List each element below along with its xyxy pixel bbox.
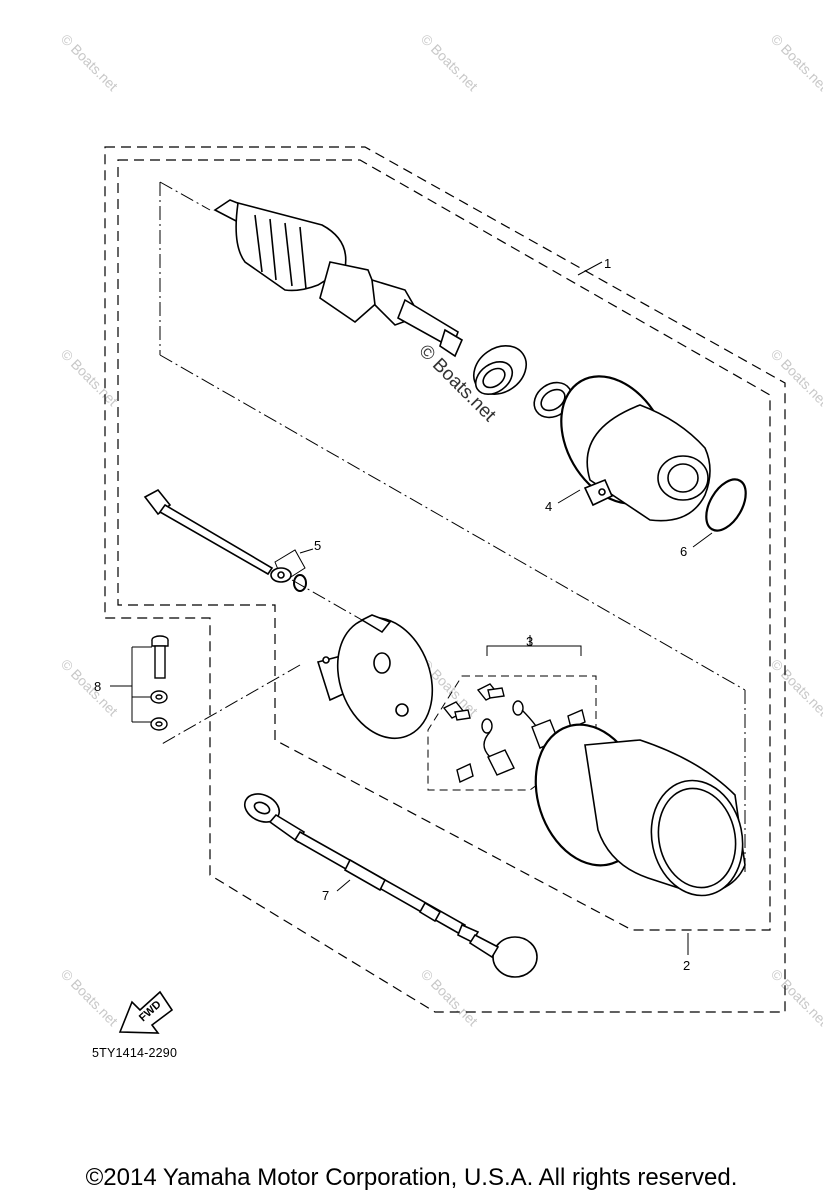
watermark-text: © Boats.net [768,966,823,1029]
copyright-notice: ©2014 Yamaha Motor Corporation, U.S.A. A… [85,1164,738,1191]
watermark-text: © Boats.net [768,346,823,409]
watermark-text: © Boats.net [58,966,121,1029]
watermark-text: © Boats.net [768,656,823,719]
watermark-text: © Boats.net [418,966,481,1029]
callout-1: 1 [604,256,611,271]
alignment-lines [159,181,746,873]
diagram-part-code: 5TY1414-2290 [92,1046,178,1060]
bearing-large [473,345,527,396]
screw-set [150,635,169,731]
watermark-text: © Boats.net [58,656,121,719]
fwd-arrow: FWD [118,990,174,1034]
callout-6: 6 [680,544,687,559]
washer-set [270,549,307,592]
callout-labels: 1 2 3 4 5 6 7 8 [94,256,690,973]
armature [213,199,464,358]
brush-set-boundary [427,675,597,791]
o-ring-rear [705,478,747,532]
watermark-text: © Boats.net [418,31,481,94]
callout-7: 7 [322,888,329,903]
assembly-1-outer-boundary [104,146,786,1013]
lead-wire [243,793,538,978]
through-bolt [143,488,274,576]
front-cover [560,375,711,522]
rear-cover [316,614,434,740]
callout-3: 3 [526,634,533,649]
callout-8: 8 [94,679,101,694]
callout-5: 5 [314,538,321,553]
watermark-text: © Boats.net [58,31,121,94]
watermark-text: © Boats.net [58,346,121,409]
callout-leaders [110,261,713,955]
callout-4: 4 [545,499,552,514]
callout-2: 2 [683,958,690,973]
yoke-housing [534,723,746,897]
watermark-text: © Boats.net [768,31,823,94]
